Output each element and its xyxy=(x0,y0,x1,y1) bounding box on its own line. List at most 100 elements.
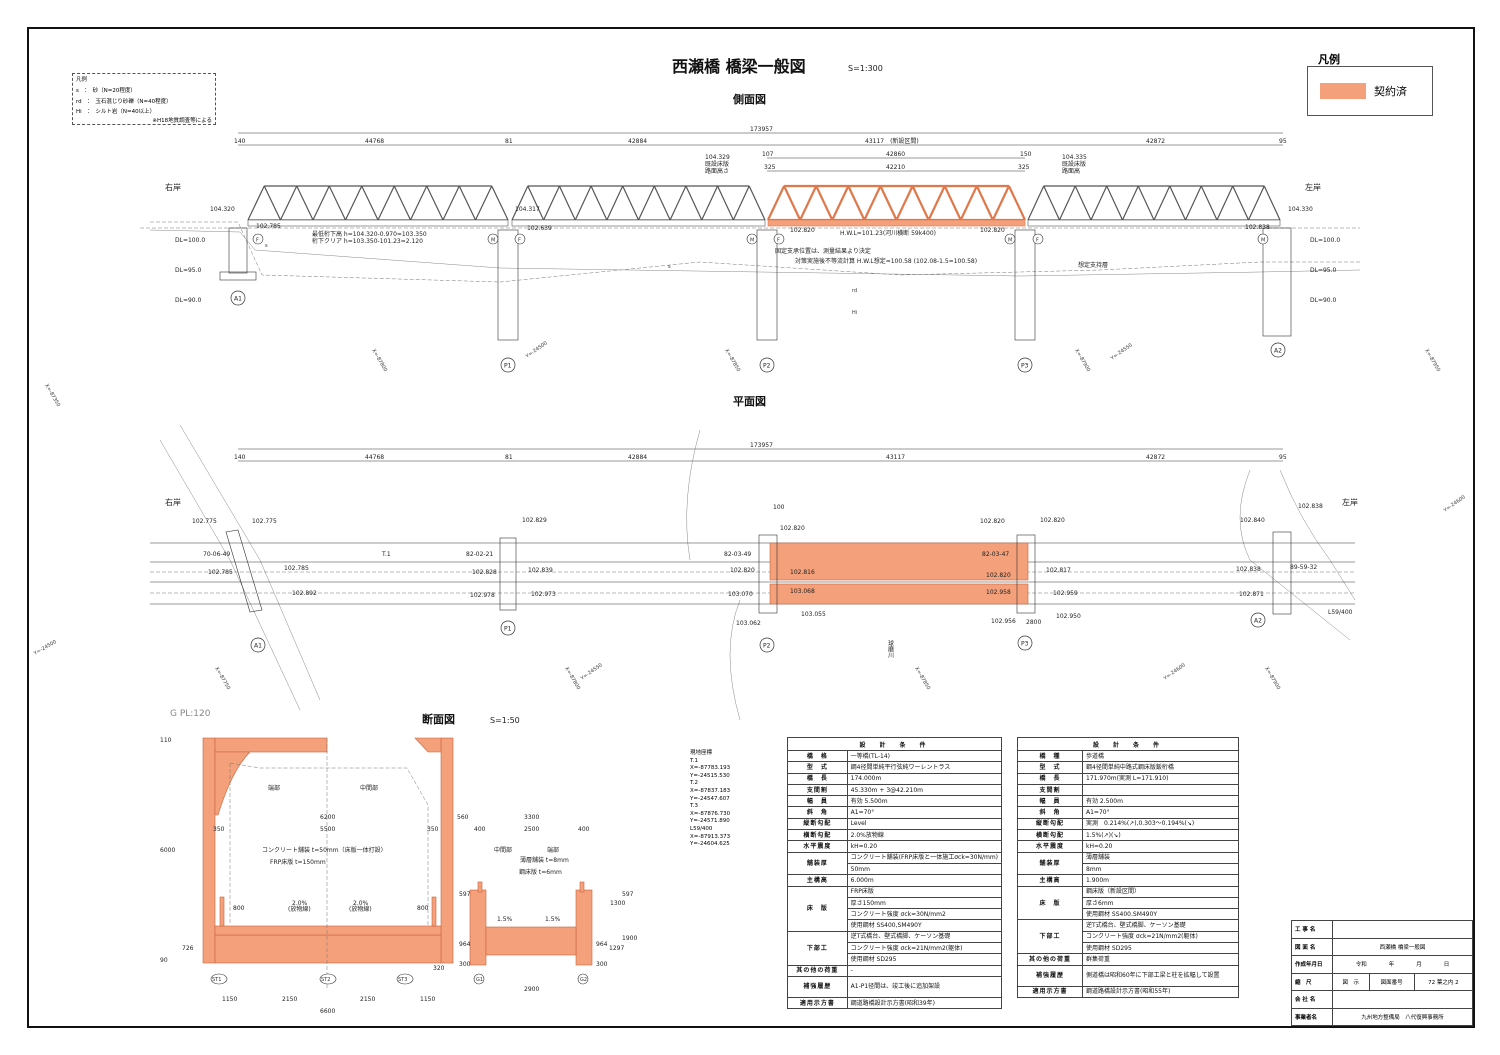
dim: 44768 xyxy=(365,138,384,145)
dim: 95 xyxy=(1279,454,1287,461)
dim: 42884 xyxy=(628,454,647,461)
condition-value: 鋼道路橋設計示方書(昭和39年) xyxy=(846,996,1003,1010)
section-label: FRP床版 t=150mm xyxy=(270,858,326,866)
condition-value: 歩道橋 xyxy=(1082,749,1239,763)
condition-value: 2.0%放物線 xyxy=(846,829,1003,842)
contracted-deck-main xyxy=(769,542,1029,581)
section-label: (放物線) xyxy=(349,905,372,913)
truss-span xyxy=(1027,185,1281,227)
grid-label: X=-87950 xyxy=(1423,348,1441,373)
support-label: A1 xyxy=(254,643,262,650)
elevation-label: 102.838 xyxy=(1245,224,1270,231)
dim: 43117 xyxy=(886,454,905,461)
bearing-symbol xyxy=(1004,233,1016,245)
elevation-label: 103.055 xyxy=(801,611,826,618)
dim: 42860 xyxy=(886,151,905,158)
left-bank-label: 左岸 xyxy=(1305,182,1321,192)
bearing-symbol xyxy=(1257,233,1269,245)
bearing-symbol xyxy=(773,233,785,245)
dim: 597 xyxy=(459,891,471,898)
condition-label: 舗装厚 xyxy=(1017,851,1083,876)
condition-label: 橋 種 xyxy=(1017,749,1083,763)
condition-label: 橋 長 xyxy=(1017,772,1083,785)
elevation-label: 102.956 xyxy=(991,618,1016,625)
support-label: A1 xyxy=(234,296,242,303)
dim: 1150 xyxy=(222,996,237,1003)
dim: 1150 xyxy=(420,996,435,1003)
table-header: 設 計 条 件 xyxy=(1017,737,1239,751)
dim: 2150 xyxy=(360,996,375,1003)
section-label: 端部 xyxy=(268,784,280,792)
grid-label: X=-87800 xyxy=(370,348,388,373)
support-marker xyxy=(1250,612,1266,628)
clearance-note: 最低桁下高 h=104.320-0.970=103.350 xyxy=(312,230,427,238)
condition-label: 幅 員 xyxy=(787,795,848,808)
dim: 2900 xyxy=(524,986,539,993)
condition-label: 斜 角 xyxy=(787,806,848,819)
coordinate-line: Y=-24604.625 xyxy=(690,841,730,848)
elevation-label: 102.816 xyxy=(790,569,815,576)
drawing-scale: S=1:300 xyxy=(848,64,883,73)
condition-value: 厚さ6mm xyxy=(1082,896,1239,910)
bearing-type: F xyxy=(1036,238,1039,244)
skew-angle: 82-03-47 xyxy=(982,551,1009,558)
truss-span xyxy=(511,185,766,227)
condition-label: 舗装厚 xyxy=(787,851,848,876)
dim: 320 xyxy=(433,965,445,972)
bearing-symbol xyxy=(487,233,499,245)
condition-value: 174.000m xyxy=(846,772,1003,785)
dim: 325 xyxy=(1018,164,1030,171)
elevation-label: 102.840 xyxy=(1240,517,1265,524)
era: 令和 xyxy=(1355,962,1367,969)
section-label: 端部 xyxy=(547,846,559,854)
table-row: 型 式鋼4径間単純中路式鋼床版鈑桁橋 xyxy=(1017,761,1239,774)
coordinate-line: T.1 xyxy=(690,757,698,764)
stringer-label: ST3 xyxy=(398,977,407,983)
support-label: P2 xyxy=(763,643,771,650)
truss-span xyxy=(247,185,509,227)
elevation-label: 102.829 xyxy=(522,517,547,524)
dim: 350 xyxy=(213,826,225,833)
year: 年 xyxy=(1388,962,1395,969)
day: 日 xyxy=(1443,962,1450,969)
datum-level: DL=100.0 xyxy=(175,237,205,244)
elevation-label: 104.330 xyxy=(1288,206,1313,213)
table-row: 型 式鋼4径間単純平行弦純ワーレントラス xyxy=(787,761,1003,774)
elevation-label: 104.317 xyxy=(515,206,540,213)
soil-label: s xyxy=(668,264,671,270)
grid-label: X=-87350 xyxy=(43,383,61,408)
soil-legend-row: rd ： 玉石混じり砂礫（N=40程度） xyxy=(76,99,172,105)
dim: 726 xyxy=(182,945,194,952)
soil-legend: 凡例 s ： 砂（N=20程度） rd ： 玉石混じり砂礫（N=40程度） Hi… xyxy=(72,73,216,125)
bearing-symbol xyxy=(746,233,758,245)
elevation-label: 102.775 xyxy=(252,518,277,525)
drawing-title: 西瀬橋 橋梁一般図 xyxy=(672,57,806,76)
dim: 2500 xyxy=(524,826,539,833)
coordinate-line: T.3 xyxy=(690,803,698,810)
table-row: 橋 種歩道橋 xyxy=(1017,749,1239,763)
condition-label: 支間割 xyxy=(787,783,848,797)
support-label: P1 xyxy=(504,363,512,370)
dim: 6600 xyxy=(320,1008,335,1015)
dim: 42872 xyxy=(1146,138,1165,145)
note: 104.329 xyxy=(705,154,730,161)
condition-value: - xyxy=(846,964,1003,977)
note: 104.335 xyxy=(1062,154,1087,161)
condition-label: 縦断勾配 xyxy=(787,817,848,831)
section-label: 1.5% xyxy=(497,916,513,923)
condition-value: 側道橋は昭和60年に下部工梁と柱を拡幅して設置 xyxy=(1082,964,1239,987)
elevation-label: 103.062 xyxy=(736,620,761,627)
condition-label: 床 版 xyxy=(787,885,848,932)
dim: 42210 xyxy=(886,164,905,171)
grid-label: X=-87750 xyxy=(213,666,231,691)
condition-value: 1.5%(↗)(↘) xyxy=(1082,829,1239,842)
condition-value: 鋼道路橋設計示方書(昭和55年) xyxy=(1082,985,1239,998)
datum-level: DL=90.0 xyxy=(1310,297,1337,304)
skew-angle: 82-02-21 xyxy=(466,551,493,558)
coordinate-line: L59/400 xyxy=(690,825,713,832)
clearance-note: 桁下クリア h=103.350-101.23=2.120 xyxy=(312,237,423,245)
dim: 1900 xyxy=(622,935,637,942)
